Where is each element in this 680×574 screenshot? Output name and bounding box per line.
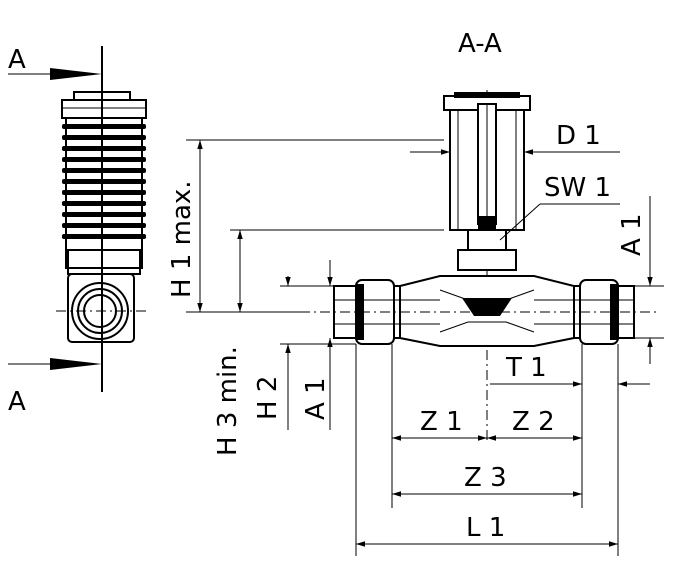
side-view: [8, 46, 148, 392]
label-sw1: SW 1: [544, 173, 611, 203]
section-arrow-top: [50, 68, 102, 80]
label-a1-right: A 1: [617, 213, 647, 256]
label-z3: Z 3: [464, 463, 507, 493]
label-z2: Z 2: [512, 407, 555, 437]
body-ribs: [62, 124, 146, 239]
label-h3: H 3 min.: [213, 346, 243, 456]
section-title: A-A: [458, 29, 502, 59]
label-z1: Z 1: [420, 407, 463, 437]
label-d1: D 1: [556, 121, 601, 151]
label-h1: H 1 max.: [167, 180, 197, 298]
label-l1: L 1: [466, 513, 505, 543]
label-h2: H 2: [253, 376, 283, 420]
label-t1: T 1: [505, 353, 547, 383]
section-view: [300, 90, 660, 440]
dimension-lines: [186, 139, 664, 556]
label-a1-left: A 1: [301, 377, 331, 420]
section-label-top: A: [8, 45, 26, 75]
section-label-bottom: A: [8, 387, 26, 417]
section-arrow-bottom: [50, 358, 102, 370]
